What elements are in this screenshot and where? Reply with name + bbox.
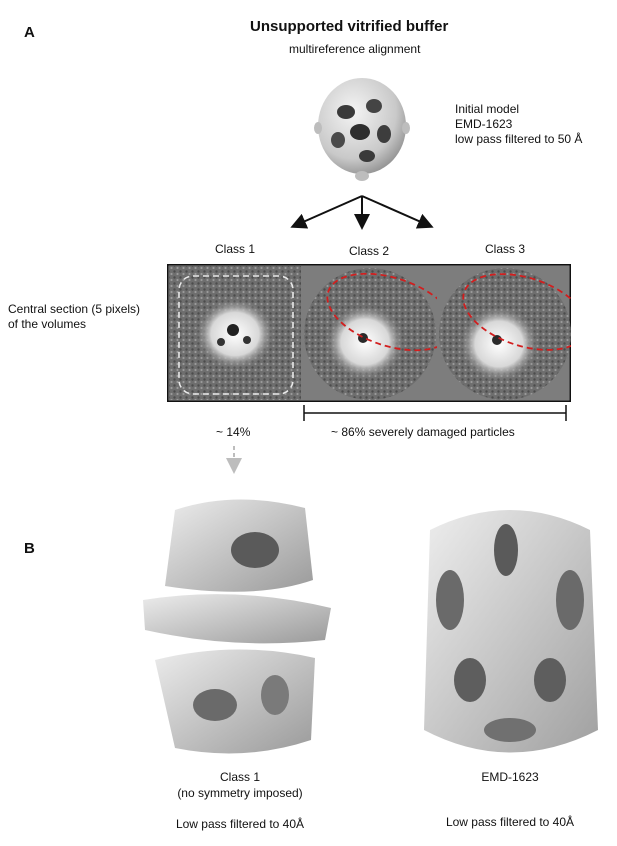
arrow-class3 [361,195,434,229]
class-label-1: Class 1 [214,242,255,256]
initial-model-label: Initial model EMD-1623 low pass filtered… [455,102,582,147]
panel-a-label: A [24,24,35,41]
central-section-line2: of the volumes [8,317,87,331]
volume-name-emd: EMD-1623 [481,770,539,784]
volume-note-class1: (no symmetry imposed) [177,786,303,800]
central-section-label: Central section (5 pixels) of the volume… [8,302,140,332]
section-class3 [437,266,571,400]
central-section-line1: Central section (5 pixels) [8,302,141,316]
class1-percent: ~ 14% [216,425,251,439]
figure-title: Unsupported vitrified buffer [250,18,449,35]
volume-filter-emd: Low pass filtered to 40Å [445,815,575,829]
emd1623-volume-render [424,510,598,753]
figure-subtitle: multireference alignment [289,42,421,56]
section-class2 [301,266,456,400]
class-label-3: Class 3 [484,242,525,256]
initial-model-line2: EMD-1623 [455,117,513,131]
volume-caption-emd: EMD-1623 [430,770,590,784]
initial-model-line1: Initial model [455,102,520,116]
class1-dashed-box [178,275,294,395]
class1-volume-render [143,499,331,754]
panel-b-label: B [24,540,35,557]
initial-model-line3: low pass filtered to 50 Å [455,132,583,146]
volume-caption-class1: Class 1 (no symmetry imposed) [160,770,320,800]
class3-damage-ellipse [462,273,571,351]
volume-name-class1: Class 1 [219,770,260,784]
class-label-2: Class 2 [348,244,389,258]
central-sections-panel [167,264,571,402]
damaged-bracket [303,405,567,421]
initial-model-render [314,78,410,181]
volume-filter-class1: Low pass filtered to 40Å [175,817,305,831]
damaged-percent-label: ~ 86% severely damaged particles [331,425,515,439]
arrow-class1 [290,195,363,229]
section-class1 [169,266,301,400]
